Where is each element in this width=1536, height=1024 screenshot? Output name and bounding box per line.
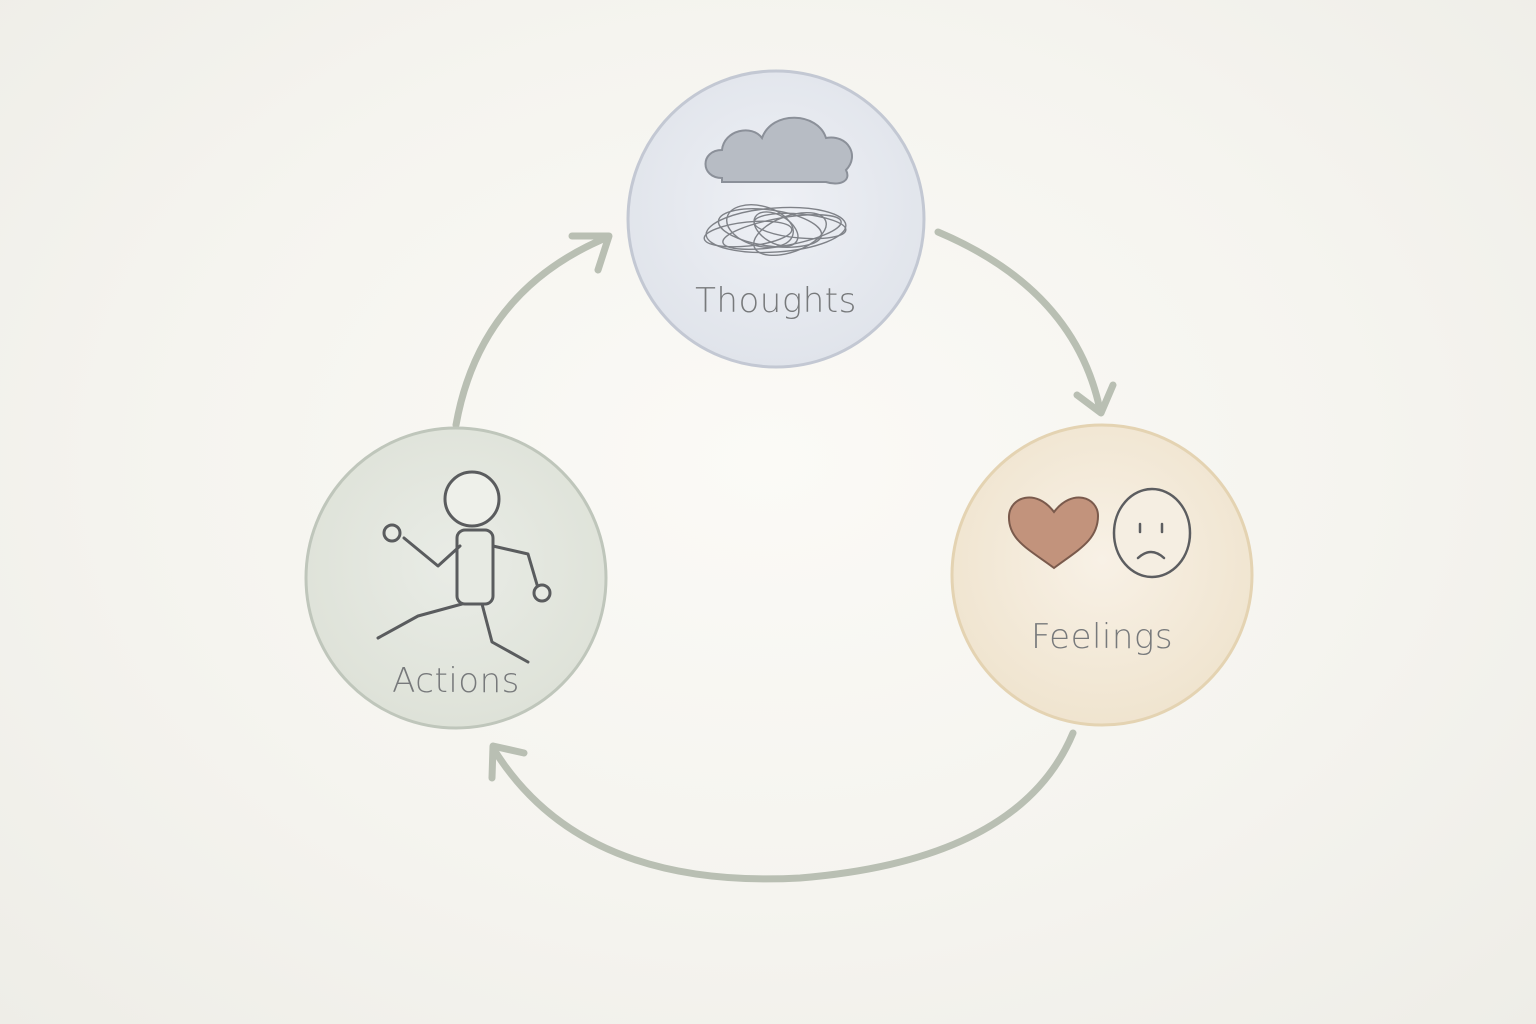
label-thoughts: Thoughts (695, 281, 857, 321)
running-stick-figure-icon (376, 470, 552, 664)
node-thoughts: Thoughts (626, 69, 926, 369)
edge-feelings-to-actions (488, 729, 1077, 883)
edge-actions-to-thoughts (452, 232, 613, 429)
label-actions: Actions (392, 661, 520, 701)
heart-icon (1007, 496, 1100, 570)
node-feelings: Feelings (950, 423, 1254, 727)
cloud-tangle-icon (703, 116, 853, 257)
edge-thoughts-to-feelings (934, 228, 1117, 417)
label-feelings: Feelings (1031, 617, 1173, 657)
node-actions: Actions (304, 426, 608, 730)
sad-face-icon (1112, 487, 1192, 579)
